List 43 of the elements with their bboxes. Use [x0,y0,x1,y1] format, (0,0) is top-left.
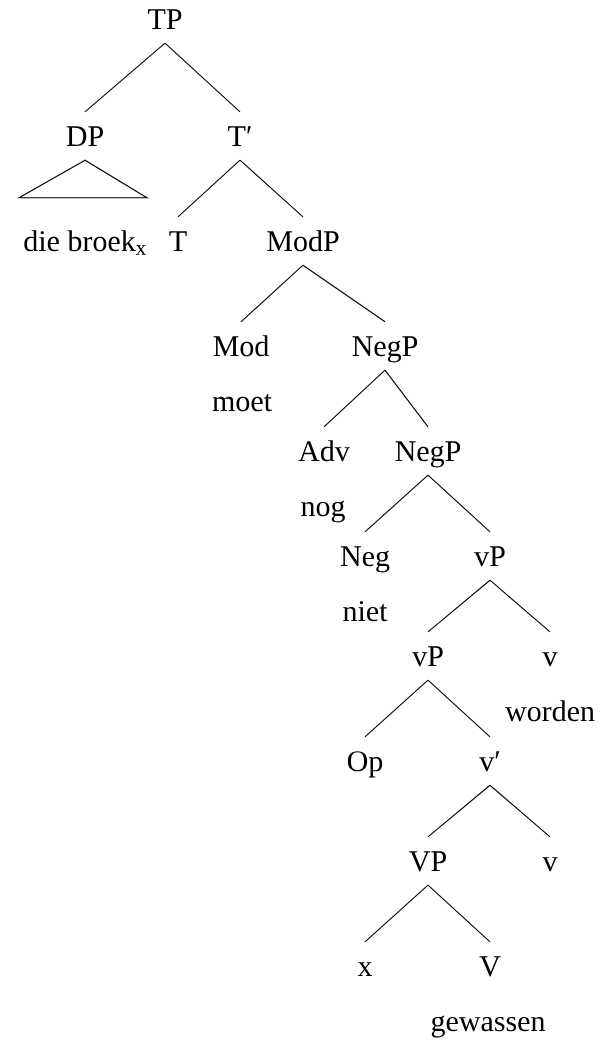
word-label: niet [343,601,388,622]
branch-line [84,42,166,113]
branch-line [164,42,241,113]
branch-line [239,159,304,218]
branch-line [364,884,429,943]
category-label: vP [412,646,443,667]
category-label: DP [66,126,103,147]
branch-line [384,369,429,428]
category-label: v′ [479,751,500,772]
category-label: T [169,231,187,251]
category-label: die broek$_{x}$ [24,230,146,255]
branch-line [364,679,429,738]
category-label: VP [409,851,446,872]
category-label: NegP [352,336,418,363]
branch-line [427,884,491,943]
branch-line [240,264,304,323]
branch-line [489,579,551,633]
category-label: Mod [213,335,269,357]
word-label: nog [301,500,345,523]
branch-line [427,784,491,838]
category-label: v [542,652,558,667]
branch-line [427,679,491,738]
branch-line [323,369,386,428]
branch-line [364,474,429,533]
category-label: TP [148,9,182,29]
category-label: v [542,857,558,872]
word-label: gewassen [431,1015,546,1038]
category-label: Adv [298,440,350,462]
branch-line [489,784,551,838]
category-label: NegP [395,441,461,468]
branch-line [427,579,491,633]
category-label: vP [474,546,505,567]
branch-line [427,474,491,533]
word-label: moet [212,394,272,412]
branch-line [177,159,241,218]
category-label: T′ [228,126,251,146]
category-label: Neg [340,546,390,573]
branch-line [302,264,386,323]
category-label: V [479,956,501,977]
category-label: x [357,962,373,976]
word-label: worden [505,700,595,722]
category-label: ModP [267,230,339,252]
category-label: Op [347,751,383,778]
